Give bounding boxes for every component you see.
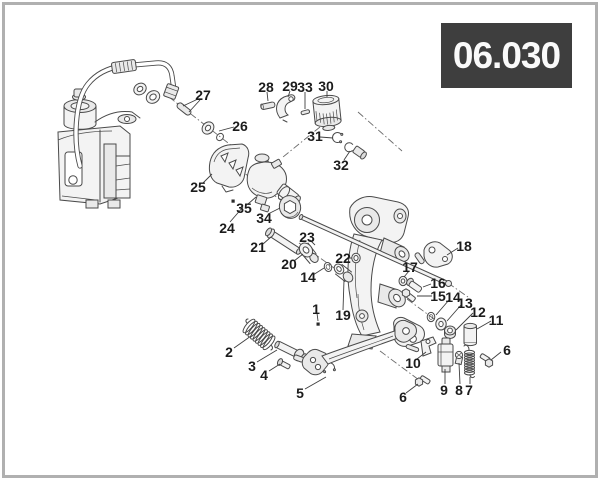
- guard-plate-25: [208, 143, 250, 193]
- spring-7: [463, 344, 475, 379]
- bracket-barrel-lower: [377, 283, 406, 309]
- part-label-30: 30: [318, 78, 334, 94]
- part-label-3: 3: [248, 358, 256, 374]
- washer-13: [435, 317, 447, 331]
- screw-8: [454, 350, 464, 366]
- bolt-21: [264, 227, 302, 255]
- part-label-10: 10: [405, 355, 421, 371]
- part-label-12: 12: [470, 304, 486, 320]
- pin-28: [260, 101, 276, 110]
- brake-pedal-lever: [293, 319, 417, 376]
- bracket-18: [414, 241, 453, 268]
- washer-26: [201, 121, 224, 142]
- part-label-13: 13: [457, 295, 473, 311]
- spring-2: [242, 318, 276, 351]
- bolt-6-right: [479, 353, 494, 368]
- section-code-badge: 06.030: [441, 23, 572, 88]
- part-label-25: 25: [190, 179, 206, 195]
- part-label-15: 15: [430, 288, 446, 304]
- part-label-11: 11: [488, 312, 504, 328]
- nut-12: [444, 325, 456, 339]
- part-label-26: 26: [232, 118, 248, 134]
- part-label-27: 27: [195, 87, 211, 103]
- part-label-20: 20: [281, 256, 297, 272]
- part-label-31: 31: [307, 128, 323, 144]
- part-label-5: 5: [296, 385, 304, 401]
- banjo-32: [344, 142, 367, 160]
- part-label-2: 2: [225, 344, 233, 360]
- bracket-10: [405, 336, 437, 357]
- section-code: 06.030: [452, 34, 561, 76]
- part-label-1: 1: [312, 301, 320, 317]
- oring-14-right: [426, 311, 436, 323]
- brake-hose: [73, 59, 180, 169]
- part-label-16: 16: [430, 275, 446, 291]
- part-label-17: 17: [402, 259, 418, 275]
- switch-9: [437, 337, 454, 373]
- reservoir-cap-30: [312, 94, 342, 131]
- part-label-7: 7: [465, 382, 473, 398]
- part-label-9: 9: [440, 382, 448, 398]
- pin-16: [406, 277, 423, 293]
- pin-27: [176, 102, 192, 116]
- part-label-29: 29: [282, 78, 298, 94]
- part-label-32: 32: [333, 157, 349, 173]
- part-label-6: 6: [399, 389, 407, 405]
- part-label-6: 6: [503, 342, 511, 358]
- part-label-21: 21: [250, 239, 266, 255]
- part-label-35: 35: [236, 200, 252, 216]
- part-label-33: 33: [297, 79, 313, 95]
- rod-23: [298, 214, 452, 287]
- bushing-19: [333, 263, 354, 283]
- leader-lines: [182, 90, 502, 394]
- part-label-28: 28: [258, 79, 274, 95]
- washer-17: [398, 275, 408, 287]
- bolt-6-left: [414, 375, 431, 387]
- ring-22: [351, 252, 361, 264]
- part-label-24: 24: [219, 220, 235, 236]
- part-label-14: 14: [300, 269, 316, 285]
- abs-unit: [57, 88, 141, 209]
- bolt-15: [401, 288, 416, 303]
- part-label-8: 8: [455, 382, 463, 398]
- clip-31: [332, 132, 344, 144]
- part-label-14: 14: [445, 289, 461, 305]
- part-label-23: 23: [299, 229, 315, 245]
- clamp-29: [276, 94, 296, 123]
- part-label-19: 19: [335, 307, 351, 323]
- part-label-34: 34: [256, 210, 272, 226]
- hose-union-fittings: [133, 82, 161, 104]
- nut-34: [278, 195, 302, 219]
- sleeve-11: [463, 322, 477, 347]
- reference-dots: [231, 199, 320, 326]
- part-label-18: 18: [456, 238, 472, 254]
- bolt-4: [276, 358, 291, 370]
- oring-14-left: [323, 262, 333, 272]
- pin-33: [300, 109, 311, 116]
- bushing-20: [298, 242, 319, 264]
- part-label-22: 22: [335, 250, 351, 266]
- part-label-4: 4: [260, 367, 268, 383]
